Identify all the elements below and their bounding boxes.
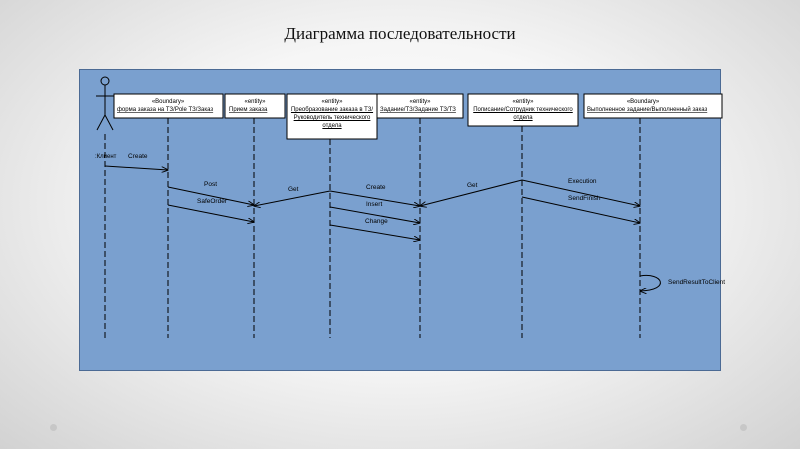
message-arrow [167,204,254,222]
message-arrow [254,190,331,206]
message-label-get: Get [288,186,299,193]
message-label-create-2: Create [366,184,386,191]
lifeline-stereotype: «Boundary» [152,99,185,105]
message-label-sendfinish: SendFinish [568,195,601,202]
lifeline-stereotype: «entity» [244,99,266,105]
message-label-change: Change [365,218,388,225]
message-label-sendresult: SendResultToClient [668,279,725,286]
message-arrow [329,224,420,240]
slide-title: Диаграмма последовательности [284,24,516,43]
self-message-arrow [640,274,661,291]
message-arrow [329,206,420,223]
message-arrows [104,165,661,291]
lifeline-name: Задание/ТЗ/Задание ТЗ/ТЗ [380,107,456,113]
slide-dot-left [50,424,57,431]
message-arrow [521,196,640,223]
lifeline-name: форма заказа на ТЗ/Pole ТЗ/Заказ [117,107,213,113]
message-arrow [167,186,254,205]
lifeline-stereotype: «Boundary» [627,99,660,105]
message-arrow [420,179,523,206]
message-label-execution: Execution [568,178,597,185]
lifelines-dashed [104,118,641,338]
message-arrow [329,190,420,206]
lifeline-boundary-order-form: «Boundary» форма заказа на ТЗ/Pole ТЗ/За… [113,93,224,119]
message-label-insert: Insert [366,201,382,208]
message-arrow [521,179,640,206]
lifeline-stereotype: «entity» [409,99,431,105]
message-arrow [104,165,168,170]
actor-label: :Клиент [95,154,117,160]
lifeline-entity-task: «entity» Задание/ТЗ/Задание ТЗ/ТЗ [376,93,464,119]
message-label-safeorder: SafeOrder [197,198,228,205]
lifeline-entity-conversion: «entity» Преобразование заказа в ТЗ/Руко… [286,93,378,140]
message-label-create: Create [128,153,148,160]
lifeline-name: Пописание/Сотрудник технического отдела [473,107,573,121]
lifeline-entity-order-receipt: «entity» Прием заказа [224,93,286,119]
message-labels: Create Post SafeOrder Get Create Insert … [128,153,725,286]
lifeline-stereotype: «entity» [512,99,534,105]
lifeline-name: Преобразование заказа в ТЗ/Руководитель … [290,107,374,129]
lifeline-name: Прием заказа [229,107,268,113]
actor-head [100,76,110,86]
lifeline-name: Выполненное задание/Выполненный заказ [587,106,707,113]
message-label-get-2: Get [467,182,478,189]
lifeline-stereotype: «entity» [321,99,343,105]
lifeline-boundary-completed-order: «Boundary» Выполненное задание/Выполненн… [583,93,723,119]
message-label-post: Post [204,181,217,188]
slide-dot-right [740,424,747,431]
sequence-diagram-frame [79,69,721,371]
lifeline-entity-technician: «entity» Пописание/Сотрудник техническог… [467,93,579,127]
actor-client: :Клиент [95,76,117,160]
